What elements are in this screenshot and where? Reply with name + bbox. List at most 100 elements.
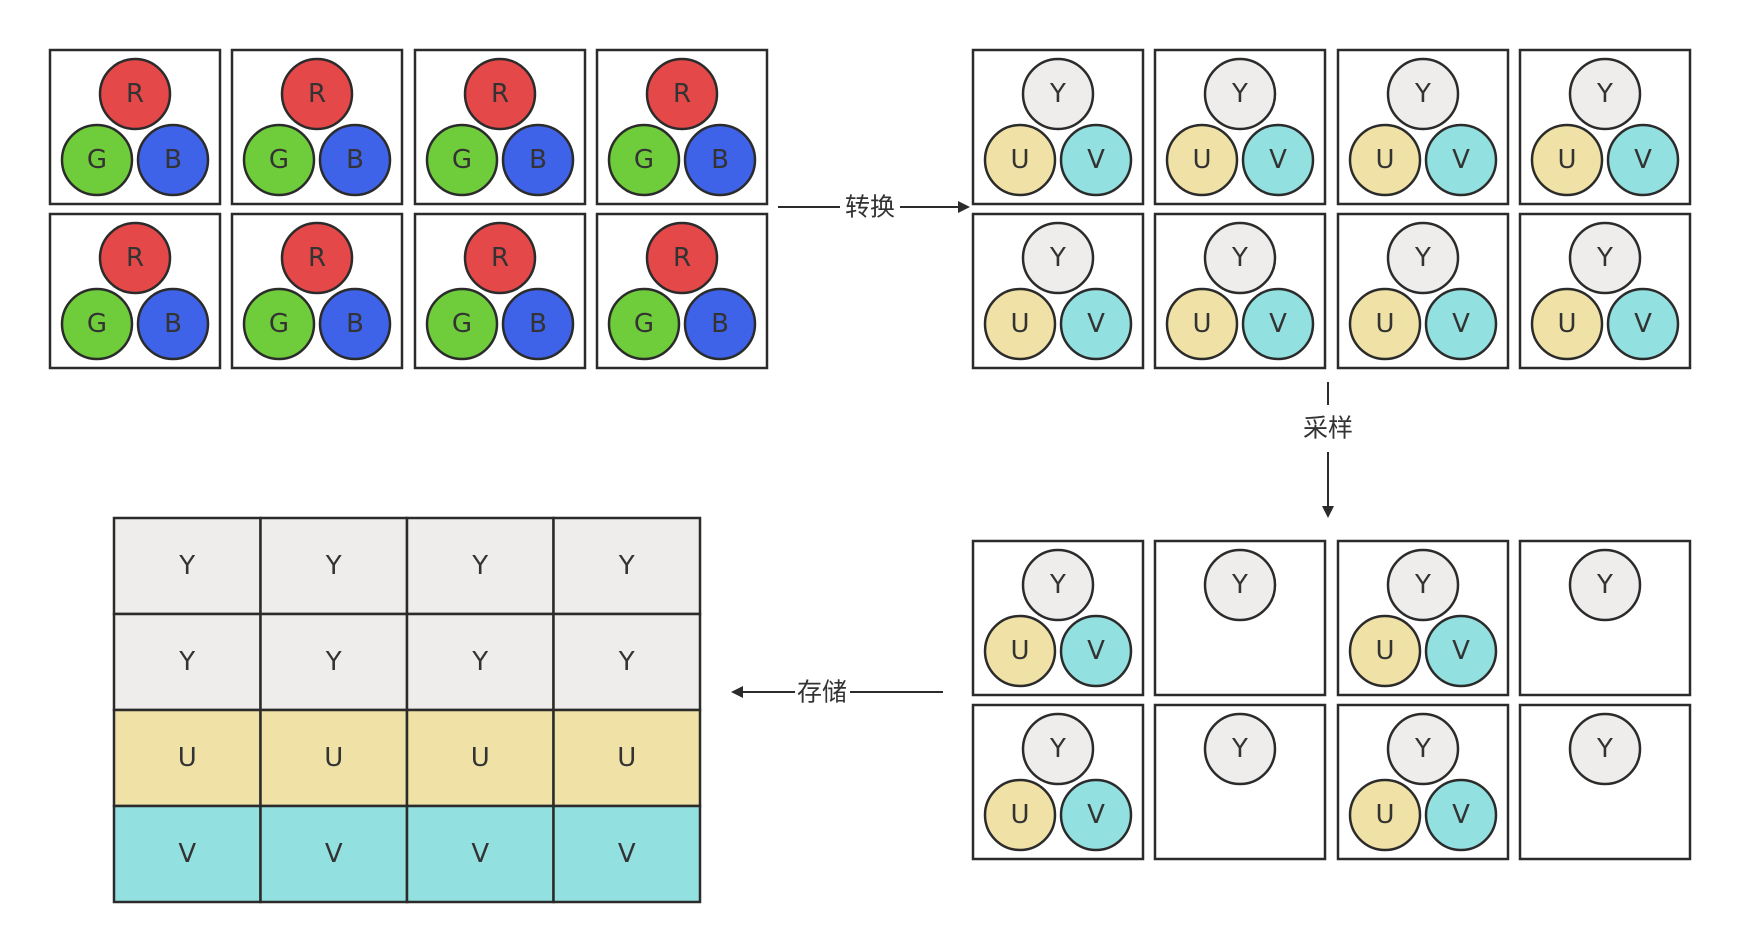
- yuv-pixel-6-u-label: U: [1375, 309, 1394, 339]
- storage-cell: V: [259, 804, 409, 904]
- sampled-pixel-6-v-label: V: [1452, 800, 1470, 830]
- sampled-pixel-2-y-label: Y: [1414, 570, 1431, 600]
- storage-cell: Y: [112, 612, 262, 712]
- yuv-pixel-1-u-label: U: [1192, 145, 1211, 175]
- rgb-pixel-3-g-circle: G: [607, 123, 681, 197]
- storage-cell-label: Y: [178, 551, 195, 581]
- sampled-pixel-1-y-circle: Y: [1203, 548, 1277, 622]
- yuv-pixel-6-v-label: V: [1452, 309, 1470, 339]
- rgb-pixel-5-b-circle: B: [318, 287, 392, 361]
- rgb-pixel-6-r-label: R: [491, 243, 509, 273]
- yuv-pixel-6-y-circle: Y: [1386, 221, 1460, 295]
- storage-cell: Y: [259, 612, 409, 712]
- sampled-pixel-0-y-label: Y: [1049, 570, 1066, 600]
- sampled-pixel-5-y-label: Y: [1231, 734, 1248, 764]
- rgb-pixel-5-b-label: B: [346, 309, 364, 339]
- storage-cell: V: [405, 804, 555, 904]
- storage-cell: Y: [552, 516, 702, 616]
- rgb-pixel-4-b-circle: B: [136, 287, 210, 361]
- storage-cell: Y: [405, 516, 555, 616]
- sampled-pixel-4-y-label: Y: [1049, 734, 1066, 764]
- yuv-pixel-3-y-circle: Y: [1568, 57, 1642, 131]
- yuv-pixel-4-v-circle: V: [1059, 287, 1133, 361]
- yuv-pixel-0-u-circle: U: [983, 123, 1057, 197]
- rgb-pixel-7-g-circle: G: [607, 287, 681, 361]
- rgb-pixel-2-r-label: R: [491, 79, 509, 109]
- sampled-pixel-2-y-circle: Y: [1386, 548, 1460, 622]
- storage-cell: Y: [259, 516, 409, 616]
- sampled-pixel-4-y-circle: Y: [1021, 712, 1095, 786]
- yuv-pixel-6-y-label: Y: [1414, 243, 1431, 273]
- yuv-pixel-0-y-circle: Y: [1021, 57, 1095, 131]
- yuv-pixel-7-y-circle: Y: [1568, 221, 1642, 295]
- sampled-pixel-6-y-circle: Y: [1386, 712, 1460, 786]
- yuv-pixel-5-y-circle: Y: [1203, 221, 1277, 295]
- rgb-pixel-0-g-label: G: [87, 145, 107, 175]
- sample-arrow: 采样: [1303, 382, 1353, 518]
- storage-cell: U: [259, 708, 409, 808]
- rgb-pixel-3-b-circle: B: [683, 123, 757, 197]
- storage-cell: U: [112, 708, 262, 808]
- storage-cell: Y: [552, 612, 702, 712]
- sampled-pixel-1: Y: [1153, 539, 1327, 697]
- rgb-pixel-6-r-circle: R: [463, 221, 537, 295]
- sampled-pixel-3-y-label: Y: [1596, 570, 1613, 600]
- storage-cell-label: Y: [471, 647, 488, 677]
- sampled-pixel-2-u-label: U: [1375, 636, 1394, 666]
- rgb-pixel-2-r-circle: R: [463, 57, 537, 131]
- yuv-pixel-3-v-circle: V: [1606, 123, 1680, 197]
- yuv-pixel-7-v-circle: V: [1606, 287, 1680, 361]
- store-arrow: 存储: [731, 678, 943, 707]
- rgb-pixel-0-r-label: R: [126, 79, 144, 109]
- sampled-pixel-2-u-circle: U: [1348, 614, 1422, 688]
- sampled-pixel-5: Y: [1153, 703, 1327, 861]
- yuv-pixel-1-v-circle: V: [1241, 123, 1315, 197]
- sampled-pixel-4-u-circle: U: [983, 778, 1057, 852]
- storage-cell-label: Y: [471, 551, 488, 581]
- yuv-pixel-2-u-circle: U: [1348, 123, 1422, 197]
- rgb-pixel-1-r-circle: R: [280, 57, 354, 131]
- yuv-pixel-0-y-label: Y: [1049, 79, 1066, 109]
- sampled-pixel-7-y-label: Y: [1596, 734, 1613, 764]
- sampled-pixel-3-y-circle: Y: [1568, 548, 1642, 622]
- sampled-pixel-0-y-circle: Y: [1021, 548, 1095, 622]
- storage-cell: U: [405, 708, 555, 808]
- yuv-pixel-3-y-label: Y: [1596, 79, 1613, 109]
- rgb-pixel-3-r-circle: R: [645, 57, 719, 131]
- yuv-pixel-1-y-label: Y: [1231, 79, 1248, 109]
- yuv-pixel-2-y-circle: Y: [1386, 57, 1460, 131]
- sampled-pixel-6-v-circle: V: [1424, 778, 1498, 852]
- rgb-pixel-1-g-label: G: [269, 145, 289, 175]
- yuv-pixel-7-v-label: V: [1634, 309, 1652, 339]
- sampled-pixel-6-u-circle: U: [1348, 778, 1422, 852]
- convert-label: 转换: [845, 193, 895, 222]
- rgb-pixel-6-g-circle: G: [425, 287, 499, 361]
- sample-label: 采样: [1303, 414, 1353, 443]
- rgb-pixel-7-b-circle: B: [683, 287, 757, 361]
- storage-cell-label: Y: [178, 647, 195, 677]
- rgb-pixel-7-r-label: R: [673, 243, 691, 273]
- rgb-pixel-6-b-label: B: [529, 309, 547, 339]
- rgb-pixel-4-g-circle: G: [60, 287, 134, 361]
- yuv-pixel-7-u-circle: U: [1530, 287, 1604, 361]
- sampled-pixel-0-v-label: V: [1087, 636, 1105, 666]
- storage-cell: V: [112, 804, 262, 904]
- rgb-pixel-7-r-circle: R: [645, 221, 719, 295]
- yuv-pixel-0-v-label: V: [1087, 145, 1105, 175]
- rgb-pixel-5-r-circle: R: [280, 221, 354, 295]
- rgb-pixel-4-r-label: R: [126, 243, 144, 273]
- yuv-pixel-7-u-label: U: [1557, 309, 1576, 339]
- yuv-pixel-3-u-circle: U: [1530, 123, 1604, 197]
- rgb-pixel-1-r-label: R: [308, 79, 326, 109]
- rgb-pixel-1-g-circle: G: [242, 123, 316, 197]
- rgb-pixel-3-g-label: G: [634, 145, 654, 175]
